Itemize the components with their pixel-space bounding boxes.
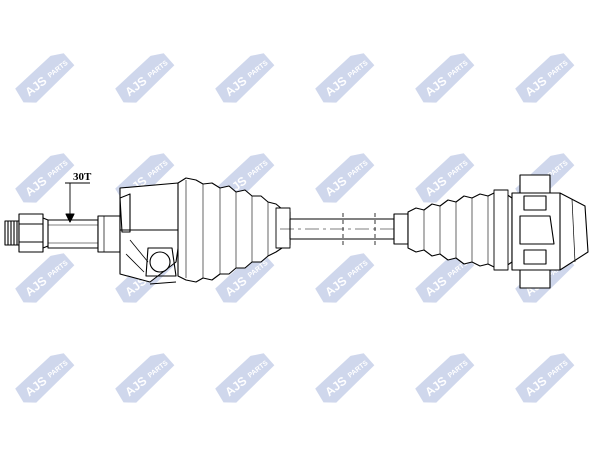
- watermark-badge-shape: [415, 53, 475, 103]
- watermark-badge-shape: [315, 253, 375, 303]
- threaded-stub: [4, 220, 20, 246]
- watermark-badge-shape: [415, 253, 475, 303]
- watermark-badge-shape: [115, 53, 175, 103]
- watermark-badge-shape: [15, 253, 75, 303]
- watermark-badge-shape: [315, 153, 375, 203]
- watermark-badge-shape: [115, 353, 175, 403]
- axle-nut: [18, 213, 49, 253]
- watermark-badge-shape: [415, 153, 475, 203]
- watermark-badge-shape: [515, 353, 575, 403]
- outer-cv-joint: [119, 182, 183, 285]
- watermark-badge-shape: [15, 353, 75, 403]
- watermark-badge-shape: [415, 353, 475, 403]
- watermark-badge-shape: [15, 153, 75, 203]
- inner-cv-joint: [511, 174, 589, 289]
- outer-boot: [177, 177, 291, 283]
- inner-boot: [393, 189, 513, 271]
- watermark-badge-shape: [215, 253, 275, 303]
- watermark-badge-shape: [515, 53, 575, 103]
- watermark-badge-shape: [15, 53, 75, 103]
- drive-shaft: 30T: [4, 171, 589, 289]
- outer-spline-stub: [47, 215, 121, 253]
- watermark-badge-shape: [315, 53, 375, 103]
- watermark-badge-shape: [315, 353, 375, 403]
- watermark-badge-shape: [215, 353, 275, 403]
- spline-callout: 30T: [65, 171, 92, 223]
- spline-count-label: 30T: [73, 171, 92, 183]
- watermark-badge-shape: [215, 53, 275, 103]
